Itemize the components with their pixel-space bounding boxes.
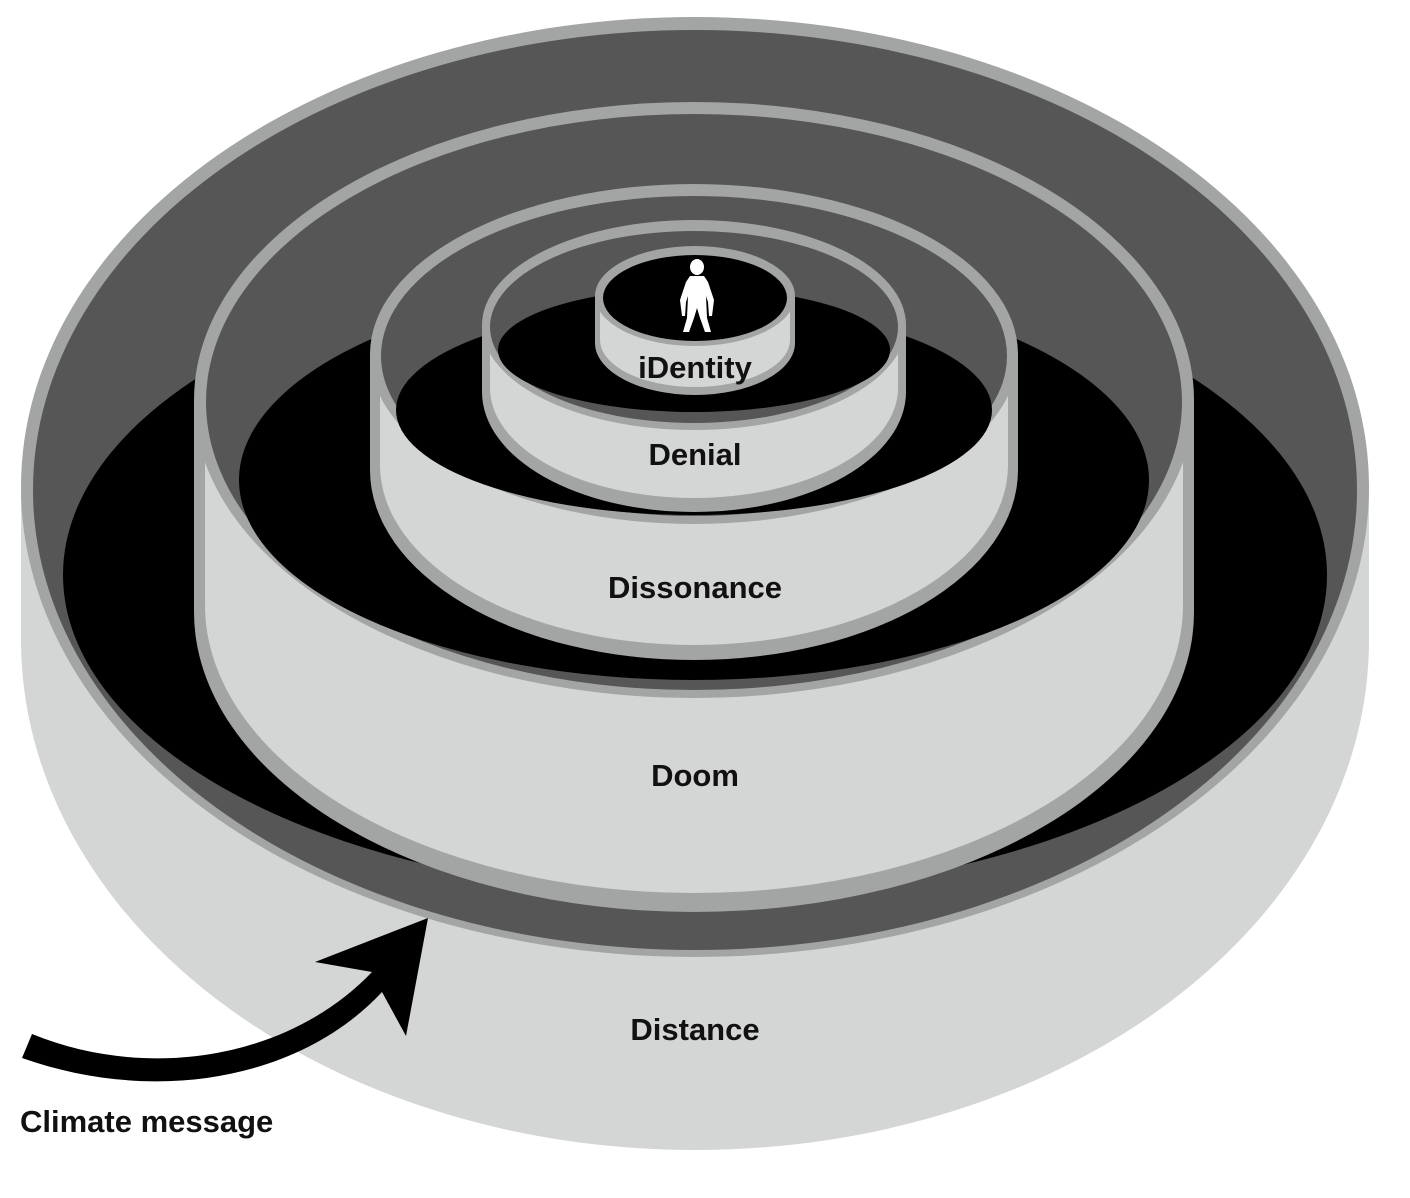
label-denial: Denial bbox=[648, 437, 741, 472]
arrow-label: Climate message bbox=[20, 1104, 273, 1139]
ring-identity bbox=[595, 246, 795, 395]
person-icon bbox=[680, 259, 714, 332]
label-doom: Doom bbox=[651, 758, 739, 793]
label-identity: iDentity bbox=[638, 350, 752, 385]
label-dissonance: Dissonance bbox=[608, 570, 782, 605]
climate-message-arrow bbox=[22, 918, 428, 1082]
label-distance: Distance bbox=[630, 1012, 759, 1047]
